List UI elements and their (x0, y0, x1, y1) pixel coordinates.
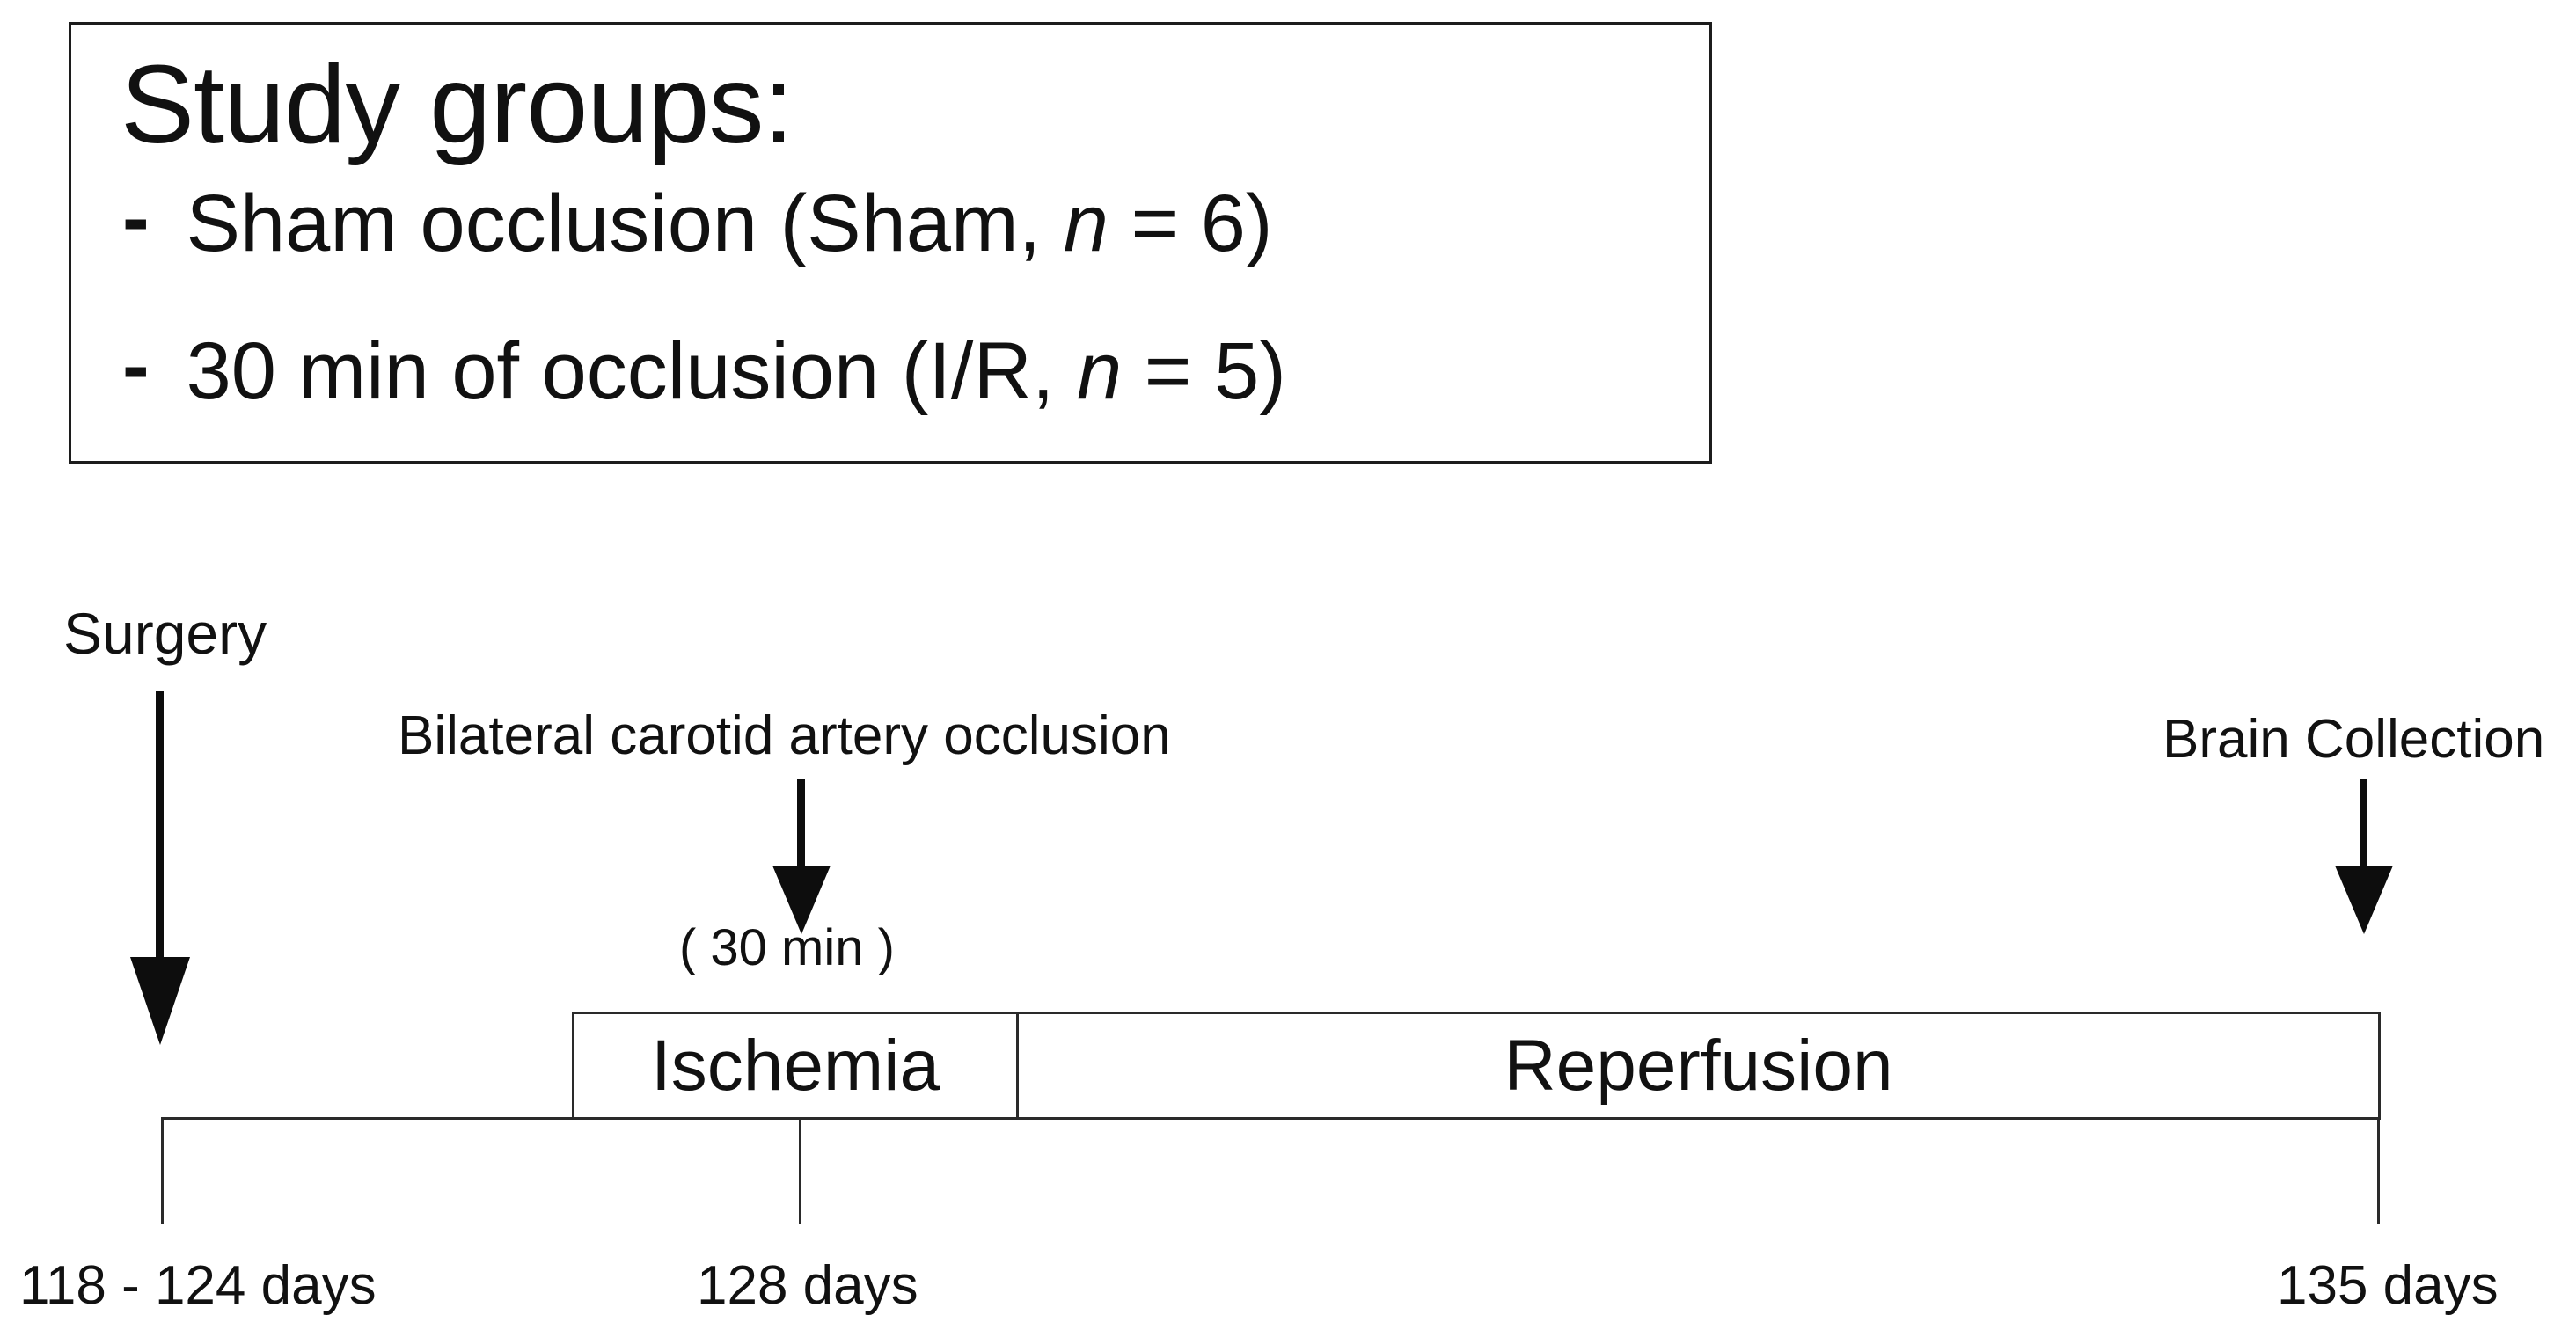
segment-ischemia: Ischemia (572, 1012, 1019, 1120)
sham-item-text: Sham occlusion (Sham, (186, 179, 1064, 268)
tick-label-135-days: 135 days (2277, 1255, 2499, 1316)
ir-item-n-variable: n (1077, 326, 1123, 416)
study-groups-title: Study groups: (121, 42, 794, 166)
arrow-stem (797, 779, 805, 867)
arrow-head-icon (130, 957, 190, 1045)
bullet-dash: - (122, 173, 150, 263)
tick-surgery (161, 1120, 164, 1224)
study-group-item-ir: -30 min of occlusion (I/R, n = 5) (122, 325, 1286, 412)
ir-item-suffix: = 5) (1122, 326, 1286, 416)
tick-occlusion (799, 1120, 801, 1224)
segment-reperfusion-label: Reperfusion (1504, 1025, 1893, 1106)
occlusion-label: Bilateral carotid artery occlusion (398, 705, 1171, 766)
segment-reperfusion: Reperfusion (1016, 1012, 2381, 1120)
tick-label-118-124-days: 118 - 124 days (19, 1255, 377, 1316)
study-groups-box: Study groups: -Sham occlusion (Sham, n =… (69, 22, 1712, 464)
arrow-head-icon (772, 866, 831, 934)
arrow-stem (156, 691, 164, 961)
study-group-item-sham: -Sham occlusion (Sham, n = 6) (122, 178, 1273, 264)
surgery-label: Surgery (63, 601, 267, 666)
sham-item-suffix: = 6) (1108, 179, 1273, 268)
arrow-stem (2360, 779, 2367, 867)
brain-collection-label: Brain Collection (2163, 709, 2545, 770)
segment-ischemia-label: Ischemia (650, 1025, 940, 1106)
tick-brain-collection (2377, 1120, 2380, 1224)
tick-label-128-days: 128 days (697, 1255, 918, 1316)
arrow-head-icon (2335, 866, 2393, 934)
ir-item-text: 30 min of occlusion (I/R, (186, 326, 1078, 416)
sham-item-n-variable: n (1063, 179, 1109, 268)
bullet-dash: - (122, 321, 150, 411)
